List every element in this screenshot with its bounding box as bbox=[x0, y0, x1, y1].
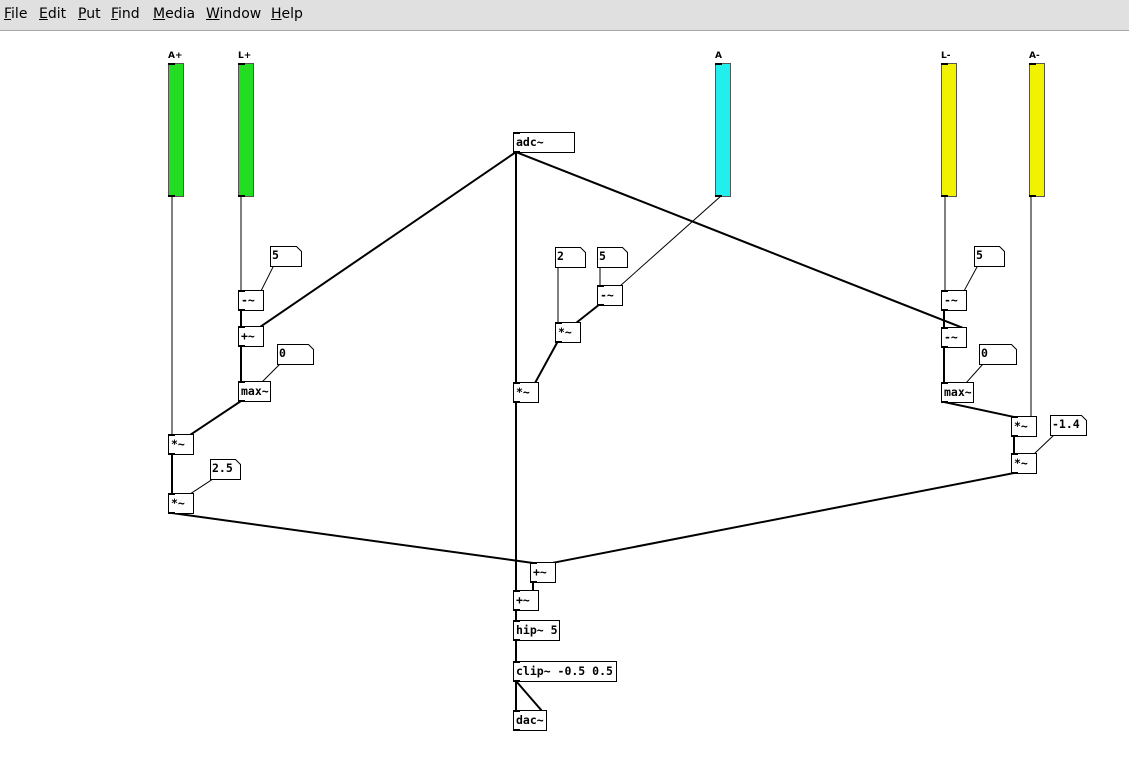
max-object-right[interactable]: max~ bbox=[941, 382, 974, 403]
adc-object[interactable]: adc~ bbox=[513, 132, 575, 153]
vu-meter-a-plus[interactable] bbox=[168, 63, 184, 197]
signal-cord bbox=[533, 339, 560, 385]
meter-label-l-minus: L- bbox=[941, 51, 951, 61]
subtract-object-right-1[interactable]: -~ bbox=[941, 290, 967, 311]
number-center-b[interactable]: 5 bbox=[597, 247, 628, 268]
signal-cord bbox=[188, 399, 243, 437]
cord bbox=[261, 363, 281, 383]
vu-meter-l-minus[interactable] bbox=[941, 63, 957, 197]
number-left-gain[interactable]: 2.5 bbox=[210, 459, 241, 480]
signal-cord bbox=[514, 150, 965, 330]
add-object-left[interactable]: +~ bbox=[238, 326, 264, 347]
menu-find[interactable]: Find bbox=[111, 6, 140, 22]
signal-cord bbox=[170, 511, 535, 565]
clip-object[interactable]: clip~ -0.5 0.5 bbox=[513, 661, 617, 682]
meter-label-a-plus: A+ bbox=[168, 51, 183, 61]
signal-cord bbox=[574, 302, 602, 325]
number-right-offset[interactable]: 5 bbox=[974, 246, 1005, 267]
multiply-object-left-2[interactable]: *~ bbox=[168, 493, 194, 514]
menu-edit[interactable]: Edit bbox=[39, 6, 67, 22]
multiply-object-left-1[interactable]: *~ bbox=[168, 434, 194, 455]
multiply-object-center-1[interactable]: *~ bbox=[555, 322, 581, 343]
menu-media[interactable]: Media bbox=[153, 6, 196, 22]
cord bbox=[963, 266, 978, 292]
add-object-mix-1[interactable]: +~ bbox=[530, 562, 556, 583]
vu-meter-a[interactable] bbox=[715, 63, 731, 197]
multiply-object-right-2[interactable]: *~ bbox=[1011, 453, 1037, 474]
number-right-max[interactable]: 0 bbox=[979, 344, 1017, 365]
cord bbox=[619, 195, 722, 287]
cord bbox=[189, 478, 214, 495]
meter-label-a: A bbox=[715, 51, 722, 61]
signal-cord bbox=[514, 679, 544, 713]
cord bbox=[1033, 434, 1055, 455]
vu-meter-a-minus[interactable] bbox=[1029, 63, 1045, 197]
meter-label-a-minus: A- bbox=[1029, 51, 1040, 61]
signal-cord bbox=[550, 471, 1016, 565]
number-left-offset[interactable]: 5 bbox=[270, 246, 302, 267]
multiply-object-center-2[interactable]: *~ bbox=[513, 382, 539, 403]
menu-window[interactable]: Window bbox=[206, 6, 262, 22]
subtract-object-left[interactable]: -~ bbox=[238, 290, 264, 311]
multiply-object-right-1[interactable]: *~ bbox=[1011, 416, 1037, 437]
cord bbox=[260, 266, 274, 292]
menu-put[interactable]: Put bbox=[78, 6, 101, 22]
hip-filter-object[interactable]: hip~ 5 bbox=[513, 620, 560, 641]
add-object-mix-2[interactable]: +~ bbox=[513, 590, 539, 611]
vu-meter-l-plus[interactable] bbox=[238, 63, 254, 197]
number-center-a[interactable]: 2 bbox=[555, 247, 586, 268]
signal-cord bbox=[258, 150, 518, 329]
number-right-gain[interactable]: -1.4 bbox=[1050, 415, 1087, 436]
max-object-left[interactable]: max~ bbox=[238, 381, 271, 402]
menu-help[interactable]: Help bbox=[271, 6, 303, 22]
cord bbox=[965, 363, 984, 384]
dac-object[interactable]: dac~ bbox=[513, 710, 547, 731]
meter-label-l-plus: L+ bbox=[238, 51, 252, 61]
number-left-max[interactable]: 0 bbox=[277, 344, 314, 365]
menu-bar: File Edit Put Find Media Window Help bbox=[0, 0, 1129, 31]
menu-file[interactable]: File bbox=[4, 6, 28, 22]
subtract-object-right-2[interactable]: -~ bbox=[941, 327, 967, 348]
subtract-object-center[interactable]: -~ bbox=[597, 285, 623, 306]
signal-cord bbox=[942, 400, 1016, 419]
